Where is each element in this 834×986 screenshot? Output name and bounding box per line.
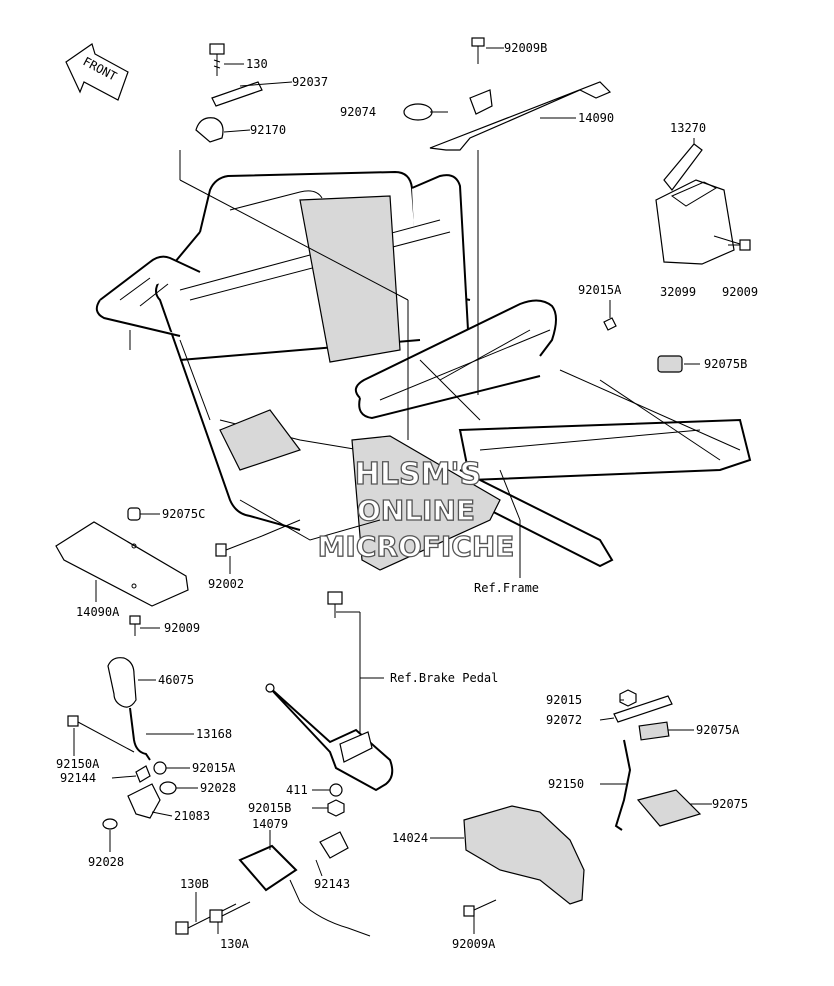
bolt-130b-icon (175, 903, 237, 935)
plate-14090a-icon (55, 521, 189, 607)
label-92074: 92074 (340, 105, 376, 119)
bolt-130a-icon (209, 901, 251, 923)
label-92150: 92150 (548, 777, 584, 791)
pad-92075a-icon (638, 721, 670, 741)
bracket-13270-icon (663, 143, 703, 191)
bolt-92150a-icon (67, 715, 135, 753)
label-13168: 13168 (196, 727, 232, 741)
bushing-92028-right-icon (159, 781, 177, 795)
label-92037: 92037 (292, 75, 328, 89)
watermark-line2: ONLINE (357, 494, 475, 527)
watermark-line3: MICROFICHE (318, 530, 515, 563)
label-92028-right: 92028 (200, 781, 236, 795)
label-130: 130 (246, 57, 268, 71)
plate-92072-icon (613, 695, 673, 723)
plate-14090-icon (429, 81, 612, 151)
label-92170: 92170 (250, 123, 286, 137)
watermark: HLSM'S ONLINE MICROFICHE (317, 456, 515, 563)
washer-411-icon (329, 783, 343, 797)
bolt-92009a-icon (463, 899, 497, 917)
brake-lever-icon (267, 685, 394, 792)
label-92075: 92075 (712, 797, 748, 811)
watermark-line1: HLSM'S (355, 457, 481, 492)
label-92015a-low: 92015A (192, 761, 236, 775)
label-92009b: 92009B (504, 41, 547, 55)
label-92002: 92002 (208, 577, 244, 591)
label-92075a: 92075A (696, 723, 740, 737)
front-arrow-icon: FRONT (65, 43, 129, 101)
bolt-92002-icon (215, 519, 301, 557)
cable-14079-icon (238, 844, 298, 892)
label-14024: 14024 (392, 831, 428, 845)
label-13270: 13270 (670, 121, 706, 135)
clip-92144-icon (135, 765, 151, 783)
label-92009a: 92009A (452, 937, 496, 951)
label-ref-frame: Ref.Frame (474, 581, 539, 595)
label-21083: 21083 (174, 809, 210, 823)
label-92072: 92072 (546, 713, 582, 727)
label-ref-brake-pedal: Ref.Brake Pedal (390, 671, 498, 685)
frame-drawing (95, 170, 752, 571)
label-46075: 46075 (158, 673, 194, 687)
pad-92075b-icon (657, 355, 683, 373)
clamp-92170-icon (195, 117, 224, 143)
cap-92074-icon (403, 103, 433, 121)
boot-92143-icon (319, 831, 349, 859)
bushing-92028-left-icon (102, 818, 118, 830)
label-92150a: 92150A (56, 757, 100, 771)
bolt-brake-icon (327, 591, 343, 618)
label-92015b: 92015B (248, 801, 291, 815)
pad-92075-icon (636, 789, 702, 827)
bolt-130-icon (209, 43, 225, 76)
bolt-92009b-icon (471, 37, 485, 64)
label-92015: 92015 (546, 693, 582, 707)
cap-92075c-icon (127, 507, 141, 521)
bolt-92009-icon (728, 239, 751, 251)
label-130a: 130A (220, 937, 250, 951)
plate-92037-icon (211, 81, 263, 107)
label-411: 411 (286, 783, 308, 797)
label-92009-mid: 92009 (164, 621, 200, 635)
bracket-21083-icon (127, 783, 161, 819)
label-14090: 14090 (578, 111, 614, 125)
label-92009-top: 92009 (722, 285, 758, 299)
bolt-92009-mid-icon (129, 615, 141, 636)
label-32099: 32099 (660, 285, 696, 299)
box-32099-icon (655, 179, 735, 265)
label-92028-left: 92028 (88, 855, 124, 869)
lever-13168-icon (129, 707, 151, 761)
label-92075c: 92075C (162, 507, 205, 521)
nut-92015a-low-icon (153, 761, 167, 775)
label-92143: 92143 (314, 877, 350, 891)
knob-46075-icon (107, 657, 137, 708)
nut-92015-icon (619, 689, 637, 707)
cover-14024-icon (463, 805, 585, 905)
label-14079: 14079 (252, 817, 288, 831)
label-92144: 92144 (60, 771, 96, 785)
label-14090a: 14090A (76, 605, 120, 619)
rod-92150-icon (614, 739, 632, 831)
label-92075b: 92075B (704, 357, 747, 371)
nut-92015a-icon (603, 317, 617, 331)
nut-92015b-icon (327, 799, 345, 817)
label-130b: 130B (180, 877, 209, 891)
label-92015a-top: 92015A (578, 283, 622, 297)
